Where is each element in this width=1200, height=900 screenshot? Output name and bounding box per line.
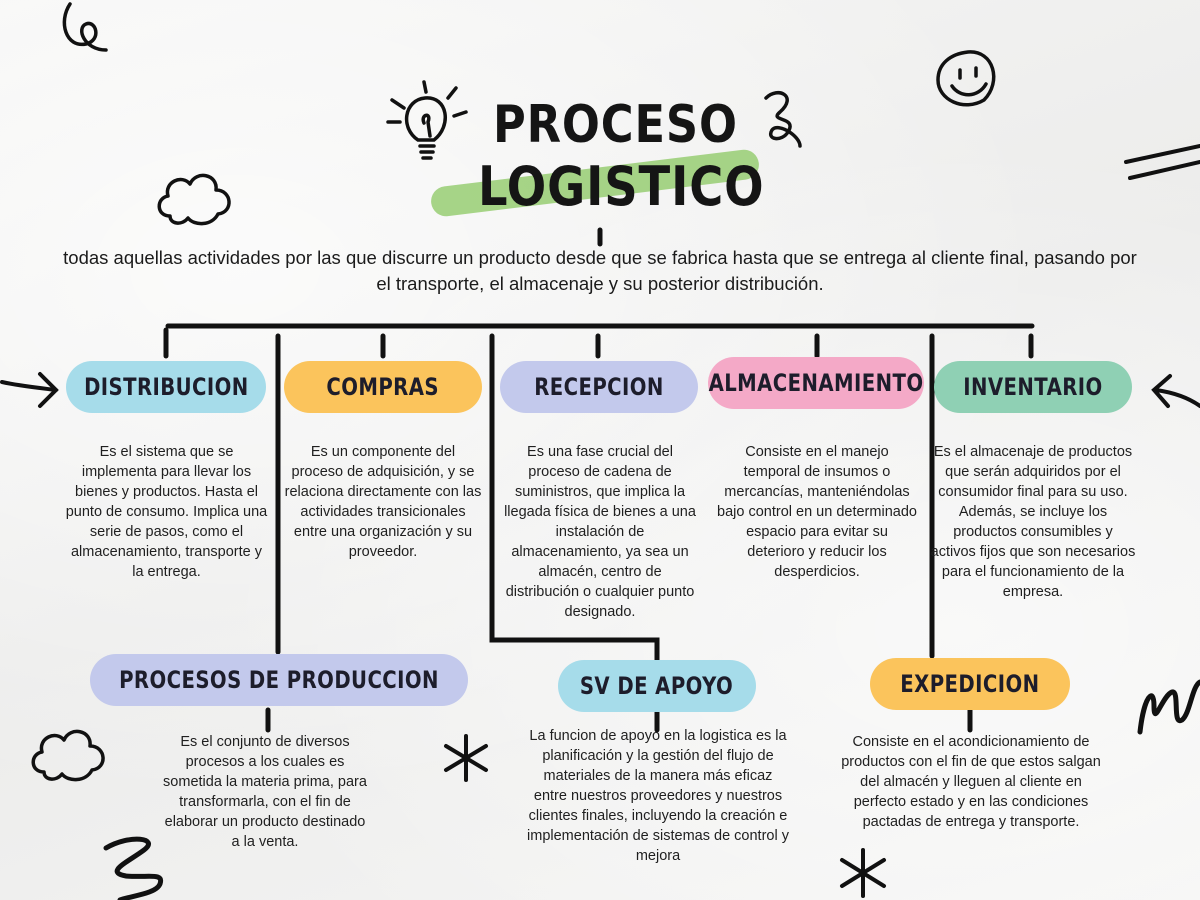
node-distribucion: DISTRIBUCION (66, 361, 266, 413)
node-description: Consiste en el manejo temporal de insumo… (717, 444, 917, 580)
node-procesos-de-produccion: PROCESOS DE PRODUCCION (90, 654, 468, 706)
node-description: Consiste en el acondicionamiento de prod… (841, 734, 1101, 830)
asterisk-icon (444, 734, 488, 782)
node-label: RECEPCION (534, 373, 664, 401)
node-description: Es el almacenaje de productos que serán … (930, 444, 1136, 600)
node-description: Es el sistema que se implementa para lle… (65, 444, 268, 580)
node-label: COMPRAS (326, 373, 440, 401)
node-almacenamiento: ALMACENAMIENTO (708, 357, 924, 409)
node-description: Es una fase crucial del proceso de caden… (504, 444, 696, 620)
node-sv-de-apoyo: SV DE APOYO (558, 660, 756, 712)
node-label: EXPEDICION (900, 670, 1040, 698)
intro-text: todas aquellas actividades por las que d… (63, 247, 1137, 294)
arrow-left-icon (1151, 374, 1200, 408)
node-description: Es el conjunto de diversos procesos a lo… (163, 734, 367, 850)
curl-doodle-icon (62, 2, 108, 52)
title-line-1: PROCESO (493, 95, 738, 155)
cloud-icon (157, 173, 231, 226)
node-description: La funcion de apoyo en la logistica es l… (527, 728, 789, 864)
arrow-right-icon (0, 372, 59, 408)
asterisk-icon (840, 848, 886, 898)
node-expedicion: EXPEDICION (870, 658, 1070, 710)
lightbulb-icon (386, 80, 468, 160)
node-compras: COMPRAS (284, 361, 482, 413)
zigzag-doodle-icon (103, 836, 164, 900)
node-inventario: INVENTARIO (934, 361, 1132, 413)
node-recepcion: RECEPCION (500, 361, 698, 413)
swirl-doodle-icon (764, 91, 802, 148)
node-description: Es un componente del proceso de adquisic… (284, 444, 482, 560)
zigzag-doodle-icon (1137, 679, 1200, 735)
scribble-lines-icon (1124, 144, 1200, 180)
smiley-icon (936, 50, 996, 107)
node-label: ALMACENAMIENTO (708, 369, 924, 397)
cloud-icon (31, 729, 105, 782)
title-line-2: LOGISTICO (478, 155, 765, 218)
node-label: PROCESOS DE PRODUCCION (119, 666, 439, 694)
node-label: DISTRIBUCION (83, 373, 249, 401)
node-label: INVENTARIO (963, 373, 1103, 401)
node-label: SV DE APOYO (580, 672, 734, 700)
